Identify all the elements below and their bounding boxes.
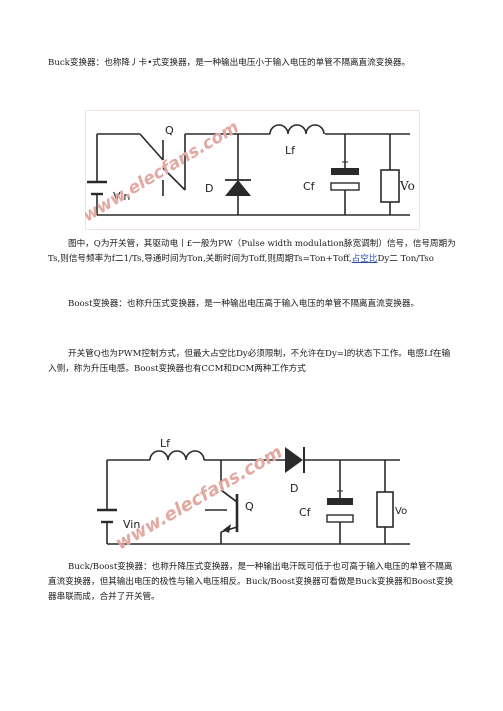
diode-d xyxy=(225,180,251,196)
lf-inductor-2 xyxy=(149,450,205,461)
label-lf: Lf xyxy=(285,144,296,157)
label-vo: Vo xyxy=(399,179,415,193)
label-vin: Vin xyxy=(113,190,130,203)
label-vo-2: Vo xyxy=(395,506,407,517)
label-d-2: D xyxy=(290,482,298,495)
figure-frame xyxy=(85,110,420,230)
diode-d-2 xyxy=(285,447,303,473)
paragraph-boost-intro: Boost变换器：也称升压式变换器，是一种输出电压高于输入电压的单管不隔离直流变… xyxy=(68,299,420,309)
transistor-arrow-icon xyxy=(223,524,231,533)
label-q-2: Q xyxy=(245,500,254,513)
label-q: Q xyxy=(165,124,174,137)
lf-inductor xyxy=(269,124,325,135)
paragraph-buck-detail: 图中，Q为开关管，其驱动电丨£一般为PW（Pulse width modulat… xyxy=(48,237,458,267)
cf-capacitor-plate-top xyxy=(331,168,359,175)
buck-circuit-diagram: Q Lf D Vin Cf Vo www.elecfans.com xyxy=(85,110,420,230)
cf-capacitor-plate-bottom xyxy=(330,182,360,191)
buck-circuit-figure: Q Lf D Vin Cf Vo www.elecfans.com xyxy=(85,110,420,230)
label-cf: Cf xyxy=(303,180,316,193)
duty-cycle-link[interactable]: 占空比 xyxy=(351,254,378,264)
cf-capacitor-plate-bottom-2 xyxy=(326,514,354,523)
detail-text-b: Dy二 Ton/Tso xyxy=(377,254,434,264)
label-lf-2: Lf xyxy=(160,437,171,450)
detail-text-a: 图中，Q为开关管，其驱动电丨£一般为PW（Pulse width modulat… xyxy=(48,239,456,264)
cf-capacitor-plate-top-2 xyxy=(327,498,353,505)
label-cf-2: Cf xyxy=(299,506,312,519)
vo-load-resistor-2 xyxy=(376,491,394,528)
boost-circuit-figure: Lf Q D Vin Cf Vo www.elecfans.com xyxy=(95,432,420,557)
transistor-collector xyxy=(220,489,238,503)
watermark-text-2: www.elecfans.com xyxy=(112,442,286,555)
boost-circuit-diagram: Lf Q D Vin Cf Vo www.elecfans.com xyxy=(97,437,410,555)
label-vin-2: Vin xyxy=(123,518,140,531)
vo-load-resistor xyxy=(380,169,400,203)
paragraph-boost-detail: 开关管Q也为PWM控制方式，但最大占空比Dy必须限制，不允许在Dy=l的状态下工… xyxy=(48,349,451,374)
paragraph-buck-boost: Buck/Boost变换器：也称升降压式变换器，是一种输出电汗既可低于也可高于输… xyxy=(48,562,454,602)
paragraph-buck-intro: Buck变换器：也称降丿卡•式变换器，是一种输出电压小于输入电压的单管不隔离直流… xyxy=(48,58,411,68)
label-d: D xyxy=(205,182,213,195)
